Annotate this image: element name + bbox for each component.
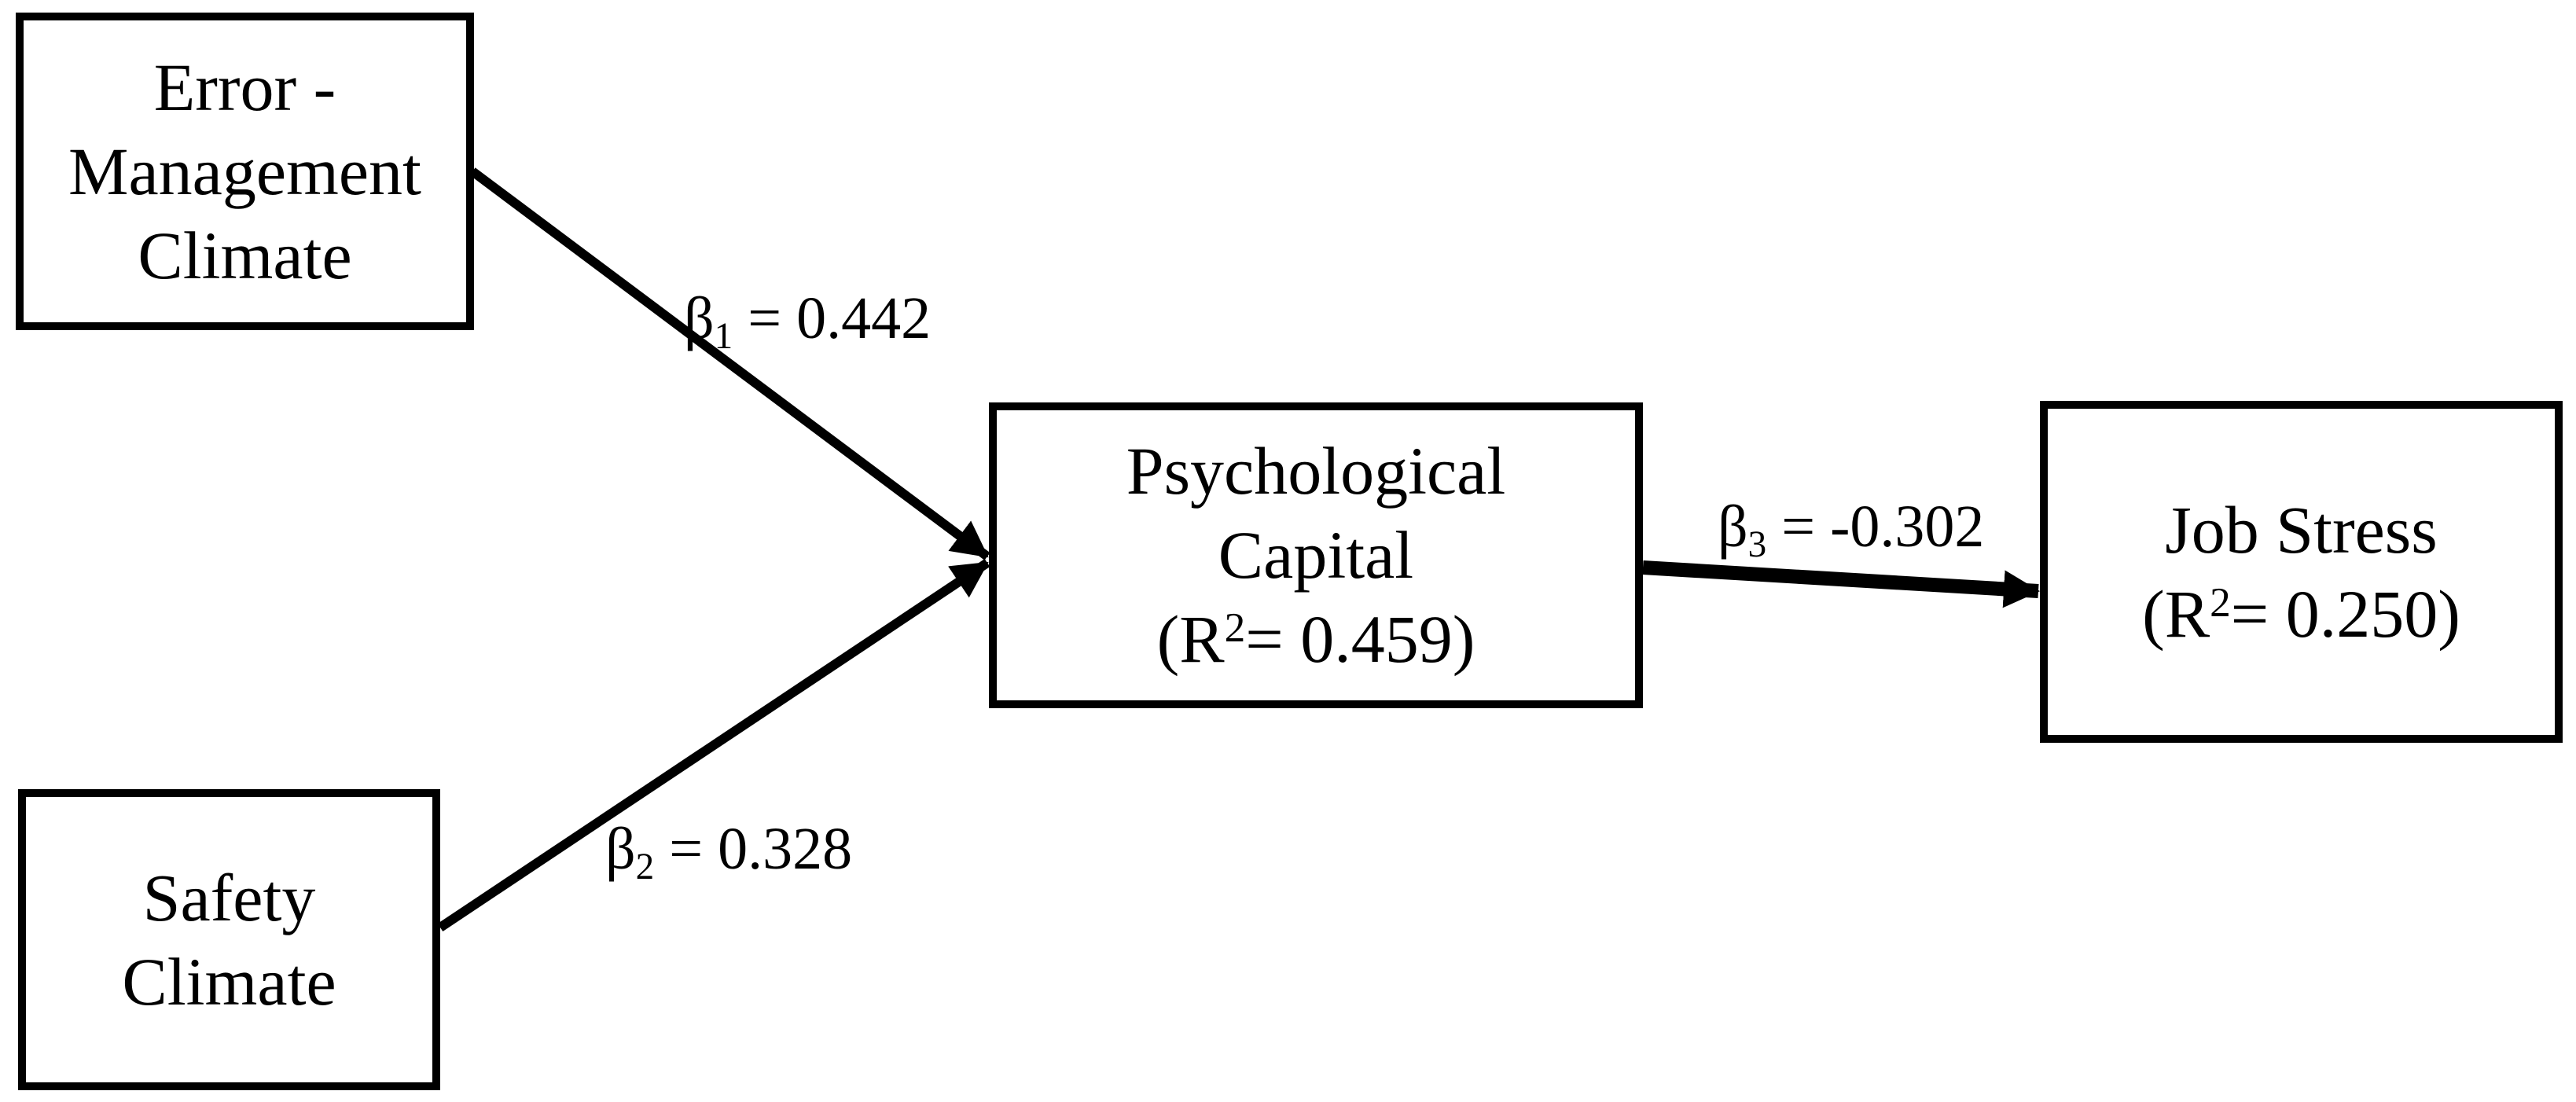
- node-safety-climate: Safety Climate: [18, 789, 440, 1090]
- r2-prefix: (R: [1156, 601, 1225, 677]
- coefficient-value: = 0.442: [733, 285, 932, 351]
- node-psychological-capital: Psychological Capital (R2= 0.459): [989, 402, 1643, 708]
- path-coefficient-beta3: β3 = -0.302: [1718, 494, 1985, 564]
- r2-value: = 0.459): [1245, 601, 1475, 677]
- path-coefficient-beta2: β2 = 0.328: [605, 816, 853, 886]
- beta1-arrow-line: [469, 167, 990, 560]
- beta-subscript: 1: [714, 316, 733, 358]
- coefficient-value: = 0.328: [654, 816, 853, 882]
- node-label-line: Psychological: [1126, 433, 1506, 509]
- r2-superscript: 2: [2210, 578, 2231, 626]
- coefficient-value: = -0.302: [1766, 494, 1985, 560]
- beta-symbol: β: [684, 285, 715, 351]
- r2-prefix: (R: [2142, 575, 2210, 652]
- node-label-line: Job Stress: [2165, 491, 2438, 568]
- node-error-management-climate: Error - Management Climate: [16, 13, 474, 330]
- node-label-line: Climate: [138, 217, 352, 293]
- beta-subscript: 3: [1747, 524, 1767, 566]
- node-r2-line: (R2= 0.459): [1157, 597, 1475, 681]
- beta-symbol: β: [605, 816, 636, 882]
- beta3-arrow-line: [1642, 560, 2040, 608]
- node-job-stress: Job Stress (R2= 0.250): [2040, 401, 2563, 743]
- path-coefficient-beta1: β1 = 0.442: [684, 285, 932, 355]
- beta-subscript: 2: [635, 847, 655, 888]
- r2-superscript: 2: [1224, 604, 1246, 652]
- node-label-line: Safety: [142, 859, 316, 935]
- beta-symbol: β: [1718, 494, 1748, 560]
- node-label-line: Climate: [122, 943, 336, 1019]
- beta2-arrow-line: [437, 559, 990, 931]
- node-label-line: Management: [68, 133, 421, 209]
- node-label-line: Capital: [1218, 517, 1414, 593]
- r2-value: = 0.250): [2230, 575, 2460, 652]
- node-label-line: Error -: [153, 49, 336, 125]
- node-r2-line: (R2= 0.250): [2142, 572, 2460, 656]
